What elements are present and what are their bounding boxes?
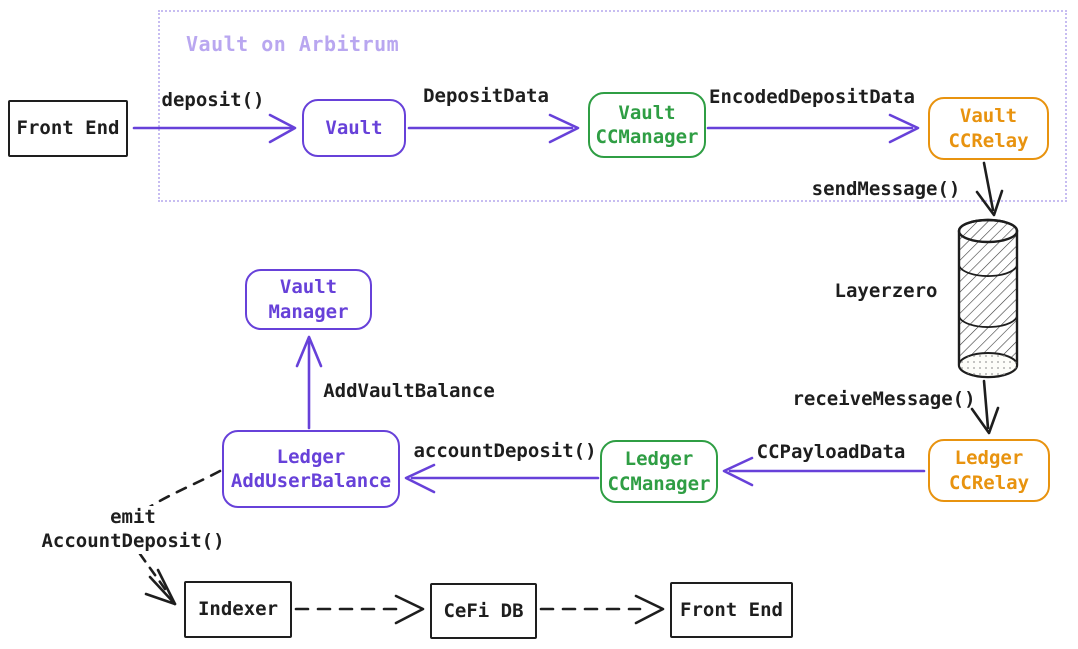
arrow-indexer-to-cefidb [294, 594, 425, 625]
label-add-vault-balance: AddVaultBalance [323, 380, 495, 402]
node-vault: Vault [302, 99, 406, 157]
node-indexer: Indexer [184, 581, 292, 638]
node-ledger-adduserbalance: Ledger AddUserBalance [222, 430, 400, 508]
label-receive-message: receiveMessage() [792, 388, 976, 410]
group-vault-on-arbitrum [158, 10, 1067, 202]
arrow-adduserbalance-to-vault-manager [295, 335, 323, 430]
node-vault-ccrelay: Vault CCRelay [928, 97, 1049, 160]
label-send-message: sendMessage() [811, 178, 961, 200]
label-account-deposit-fn: accountDeposit() [413, 440, 597, 462]
node-vault-ccmanager: Vault CCManager [588, 92, 706, 158]
label-layerzero: Layerzero [834, 280, 938, 302]
arrow-ledger-ccmanager-to-adduserbalance [404, 463, 600, 494]
node-ledger-ccmanager: Ledger CCManager [600, 440, 718, 503]
group-label: Vault on Arbitrum [186, 32, 400, 56]
label-emit-account-deposit: emit AccountDeposit() [39, 506, 227, 554]
arrow-receive-message [970, 379, 1000, 435]
node-cefi-db: CeFi DB [430, 583, 537, 639]
node-vault-manager: Vault Manager [245, 269, 372, 330]
label-deposit: deposit() [161, 89, 265, 111]
label-cc-payload-data: CCPayloadData [756, 441, 906, 463]
arrow-cefidb-to-frontend [539, 594, 665, 625]
node-ledger-ccrelay: Ledger CCRelay [928, 439, 1050, 502]
label-encoded-deposit-data: EncodedDepositData [709, 86, 915, 108]
node-front-end-top: Front End [8, 100, 128, 157]
layerzero-cylinder [957, 218, 1019, 379]
label-deposit-data: DepositData [423, 85, 549, 107]
node-front-end-bottom: Front End [670, 582, 793, 638]
